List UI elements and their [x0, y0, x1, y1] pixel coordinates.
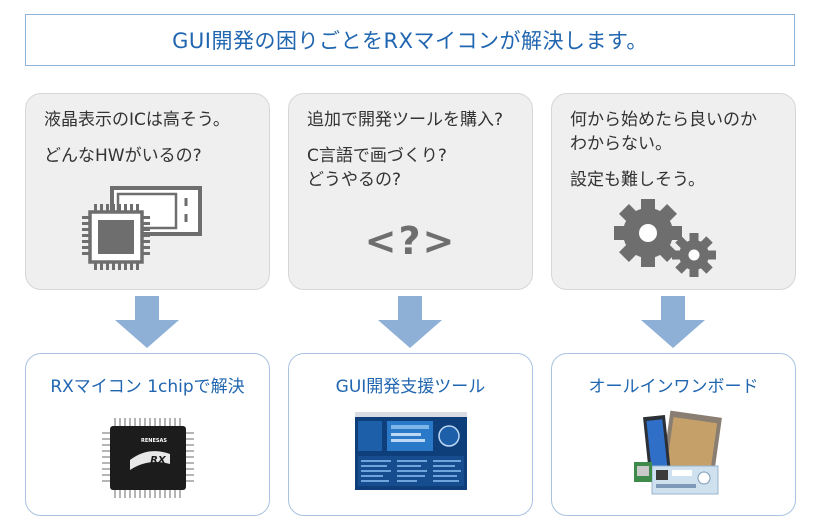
- chip-rx-label: RX: [150, 455, 166, 466]
- arrow-down-icon: [115, 296, 179, 348]
- code-question-symbol: <?>: [364, 219, 457, 263]
- problem-card-1: 液晶表示のICは高そう。 どんなHWがいるの?: [25, 93, 270, 290]
- code-question-icon: <?>: [289, 219, 532, 263]
- headline-text: GUI開発の困りごとをRXマイコンが解決します。: [172, 29, 648, 53]
- problem-card-2: 追加で開発ツールを購入? C言語で画づくり? どうやるの? <?>: [288, 93, 533, 290]
- chip-display-icon: [76, 184, 206, 278]
- arrow-down-icon: [378, 296, 442, 348]
- problem-2-line-1: 追加で開発ツールを購入?: [307, 110, 504, 130]
- problem-2-line-3: どうやるの?: [307, 170, 402, 190]
- solution-card-3: オールインワンボード: [551, 353, 796, 516]
- problem-3-line-3: 設定も難しそう。: [570, 170, 705, 190]
- board-photo-icon: [626, 406, 726, 502]
- rx-chip-icon: [100, 416, 196, 504]
- problem-1-line-2: どんなHWがいるの?: [44, 146, 202, 166]
- chip-brand-text: RENESAS: [141, 438, 167, 444]
- problem-3-line-1: 何から始めたら良いのか: [570, 110, 757, 130]
- gears-icon: [610, 197, 722, 283]
- solution-card-2: GUI開発支援ツール: [288, 353, 533, 516]
- solution-2-title: GUI開発支援ツール: [335, 377, 486, 397]
- solution-card-1: RXマイコン 1chipで解決: [25, 353, 270, 516]
- problem-3-line-2: わからない。: [570, 134, 672, 154]
- gui-tool-screenshot-icon: [355, 412, 467, 494]
- problem-1-line-1: 液晶表示のICは高そう。: [44, 110, 230, 130]
- solution-3-title: オールインワンボード: [588, 377, 759, 397]
- arrow-down-icon: [641, 296, 705, 348]
- problem-card-3: 何から始めたら良いのか わからない。 設定も難しそう。: [551, 93, 796, 290]
- problem-2-line-2: C言語で画づくり?: [307, 146, 447, 166]
- headline-banner: GUI開発の困りごとをRXマイコンが解決します。: [25, 14, 795, 66]
- solution-1-title: RXマイコン 1chipで解決: [50, 377, 245, 397]
